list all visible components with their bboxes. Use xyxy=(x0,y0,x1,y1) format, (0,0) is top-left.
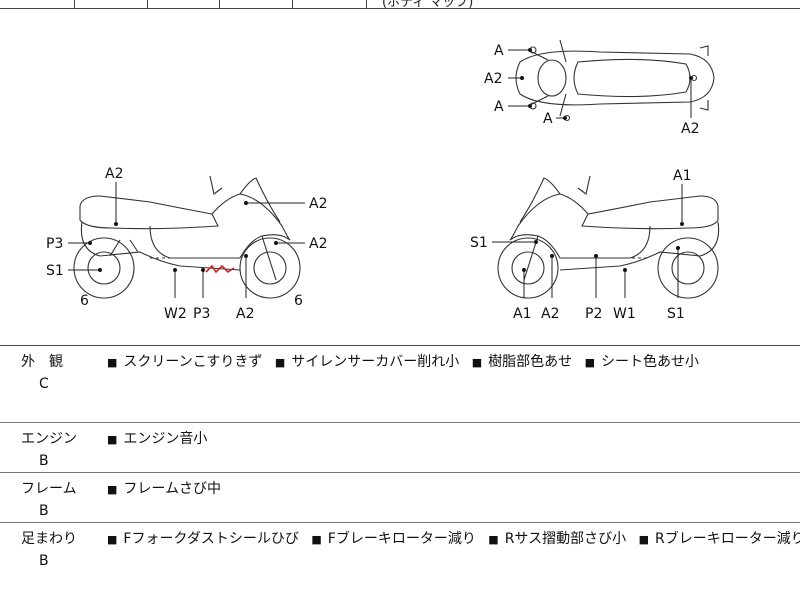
label-right-s1: S1 xyxy=(470,235,488,251)
section-engine: エンジン B ■ エンジン音小 xyxy=(0,423,800,473)
label-left-6: 6 xyxy=(80,293,89,309)
issue-item: Fフォークダストシールひび xyxy=(123,531,299,547)
category-label: 足まわり B xyxy=(21,528,77,572)
category-label: 外 観 C xyxy=(21,351,63,395)
label-left-a2: A2 xyxy=(105,166,123,182)
section-exterior: 外 観 C ■ スクリーンこすりきず ■ サイレンサーカバー削れ小 ■ 樹脂部色あせ … xyxy=(0,346,800,423)
category-grade: C xyxy=(39,376,49,392)
label-left-a2: A2 xyxy=(309,236,327,252)
issue-item: フレームさび中 xyxy=(123,481,221,497)
cell-divider xyxy=(366,0,367,8)
cell-divider xyxy=(74,0,75,8)
bullet-icon: ■ xyxy=(638,533,649,546)
top-table-strip: (ボディ マップ) xyxy=(0,0,800,10)
label-left-6: 6 xyxy=(294,293,303,309)
label-right-p2: P2 xyxy=(585,306,602,322)
issue-item: エンジン音小 xyxy=(123,431,208,447)
label-right-a1: A1 xyxy=(513,306,531,322)
section-frame: フレーム B ■ フレームさび中 xyxy=(0,473,800,523)
label-top-a2: A2 xyxy=(681,121,699,137)
issue-item: サイレンサーカバー削れ小 xyxy=(291,354,460,370)
category-name: フレーム xyxy=(21,481,77,497)
label-left-w2: W2 xyxy=(164,306,187,322)
label-left-p3: P3 xyxy=(193,306,210,322)
scooter-right-view xyxy=(497,175,720,299)
label-right-a1: A1 xyxy=(673,168,691,184)
issue-item: Rサス摺動部さび小 xyxy=(504,531,627,547)
label-right-a2: A2 xyxy=(541,306,559,322)
category-grade: B xyxy=(39,553,49,569)
label-right-s1: S1 xyxy=(667,306,685,322)
label-left-a2: A2 xyxy=(236,306,254,322)
bullet-icon: ■ xyxy=(274,356,286,369)
issue-list: ■ Fフォークダストシールひび ■ Fブレーキローター減り ■ Rサス摺動部さび小 ■… xyxy=(107,528,800,551)
issue-item: シート色あせ小 xyxy=(601,354,700,370)
cell-divider xyxy=(219,0,220,8)
damage-mark xyxy=(205,264,235,274)
top-strip-text: (ボディ マップ) xyxy=(382,0,474,10)
bullet-icon: ■ xyxy=(584,356,596,369)
category-grade: B xyxy=(39,453,49,469)
bullet-icon: ■ xyxy=(311,533,322,546)
bullet-icon: ■ xyxy=(107,533,118,546)
issue-item: Rブレーキローター減り xyxy=(655,531,800,547)
damage-diagram: A A2 A A A2 A2 A2 P3 A2 S1 6 W2 P3 A2 6 … xyxy=(0,9,800,346)
label-left-p3: P3 xyxy=(46,236,63,252)
section-suspension: 足まわり B ■ Fフォークダストシールひび ■ Fブレーキローター減り ■ Rサス摺… xyxy=(0,523,800,600)
cell-divider xyxy=(292,0,293,8)
category-label: エンジン B xyxy=(21,428,77,472)
category-name: 外 観 xyxy=(21,354,63,370)
label-left-a2: A2 xyxy=(309,196,327,212)
issue-item: 樹脂部色あせ xyxy=(488,354,573,370)
issue-item: Fブレーキローター減り xyxy=(327,531,476,547)
label-top-a: A xyxy=(494,99,504,115)
category-grade: B xyxy=(39,503,49,519)
issue-list: ■ スクリーンこすりきず ■ サイレンサーカバー削れ小 ■ 樹脂部色あせ ■ シート色あ… xyxy=(107,351,707,374)
label-top-a: A xyxy=(543,111,553,127)
bullet-icon: ■ xyxy=(107,356,118,369)
bullet-icon: ■ xyxy=(107,483,118,496)
label-right-w1: W1 xyxy=(613,306,636,322)
cell-divider xyxy=(147,0,148,8)
issue-list: ■ フレームさび中 xyxy=(107,478,229,501)
label-left-s1: S1 xyxy=(46,263,64,279)
category-name: エンジン xyxy=(21,431,77,447)
scooter-left-view xyxy=(73,175,301,299)
issue-list: ■ エンジン音小 xyxy=(107,428,215,451)
category-name: 足まわり xyxy=(21,531,77,547)
label-top-a2: A2 xyxy=(484,71,502,87)
issue-item: スクリーンこすりきず xyxy=(123,354,263,370)
bullet-icon: ■ xyxy=(471,356,483,369)
scooter-top-view xyxy=(515,39,715,122)
bullet-icon: ■ xyxy=(488,533,499,546)
label-top-a: A xyxy=(494,43,504,59)
scooter-diagram: A A2 A A A2 A2 A2 P3 A2 S1 6 W2 P3 A2 6 … xyxy=(46,39,720,322)
bullet-icon: ■ xyxy=(107,433,118,446)
category-label: フレーム B xyxy=(21,478,77,522)
